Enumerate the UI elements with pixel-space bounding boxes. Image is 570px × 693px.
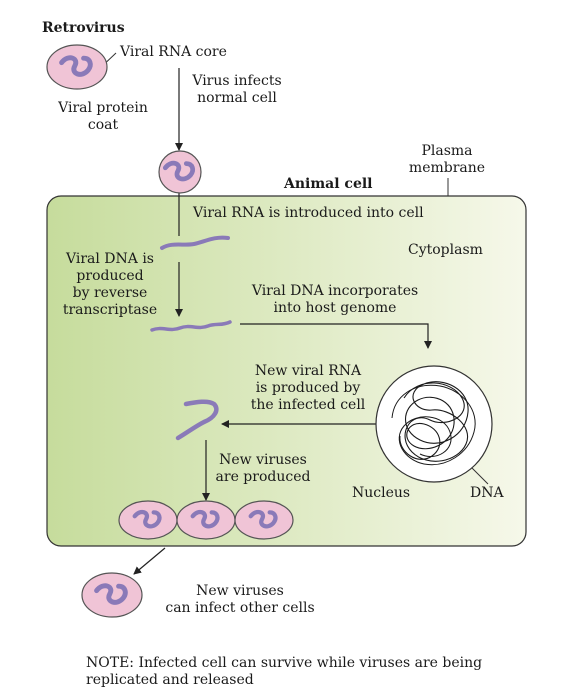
viral-rna-core bbox=[190, 509, 220, 529]
retrovirus-particle bbox=[46, 44, 108, 90]
viral-rna-core bbox=[248, 509, 278, 529]
virus-infects-label: Virus infects normal cell bbox=[192, 73, 282, 106]
animal-cell-label: Animal cell bbox=[284, 176, 373, 192]
dna-label: DNA bbox=[470, 485, 504, 501]
viral-protein-coat-label: Viral protein coat bbox=[58, 100, 148, 133]
infecting-virus-particle bbox=[158, 150, 202, 194]
note-text: NOTE: Infected cell can survive while vi… bbox=[86, 655, 483, 688]
viral-rna-core bbox=[59, 55, 93, 77]
new-virus-particle bbox=[118, 500, 178, 540]
new-rna-produced-label: New viral RNA is produced by the infecte… bbox=[250, 363, 366, 413]
viral-rna-core-label: Viral RNA core bbox=[120, 44, 227, 60]
dna-incorporates-label: Viral DNA incorporates into host genome bbox=[251, 283, 419, 316]
host-dna-tangle-2 bbox=[391, 384, 476, 466]
release-arrow bbox=[133, 547, 166, 575]
rna-introduced-label: Viral RNA is introduced into cell bbox=[193, 205, 424, 221]
nucleus-label: Nucleus bbox=[352, 485, 411, 501]
new-viral-rna-strand bbox=[175, 399, 219, 441]
new-virus-particle bbox=[234, 500, 294, 540]
viral-rna-core bbox=[162, 160, 196, 182]
new-viruses-produced-label: New viruses are produced bbox=[215, 452, 311, 485]
new-viruses-infect-label: New viruses can infect other cells bbox=[165, 583, 315, 616]
cytoplasm-label: Cytoplasm bbox=[408, 242, 483, 258]
new-virus-particle bbox=[176, 500, 236, 540]
retrovirus-title: Retrovirus bbox=[42, 20, 125, 36]
released-virus-particle bbox=[81, 572, 143, 618]
plasma-membrane-label: Plasma membrane bbox=[408, 143, 486, 176]
viral-dna-produced-label: Viral DNA is produced by reverse transcr… bbox=[62, 251, 158, 318]
viral-rna-core bbox=[94, 583, 128, 605]
viral-rna-strand bbox=[160, 235, 230, 250]
host-dna-tangle bbox=[399, 381, 469, 462]
viral-dna-strand bbox=[150, 320, 232, 332]
incorporation-arrow bbox=[240, 323, 432, 349]
viral-rna-core bbox=[132, 509, 162, 529]
